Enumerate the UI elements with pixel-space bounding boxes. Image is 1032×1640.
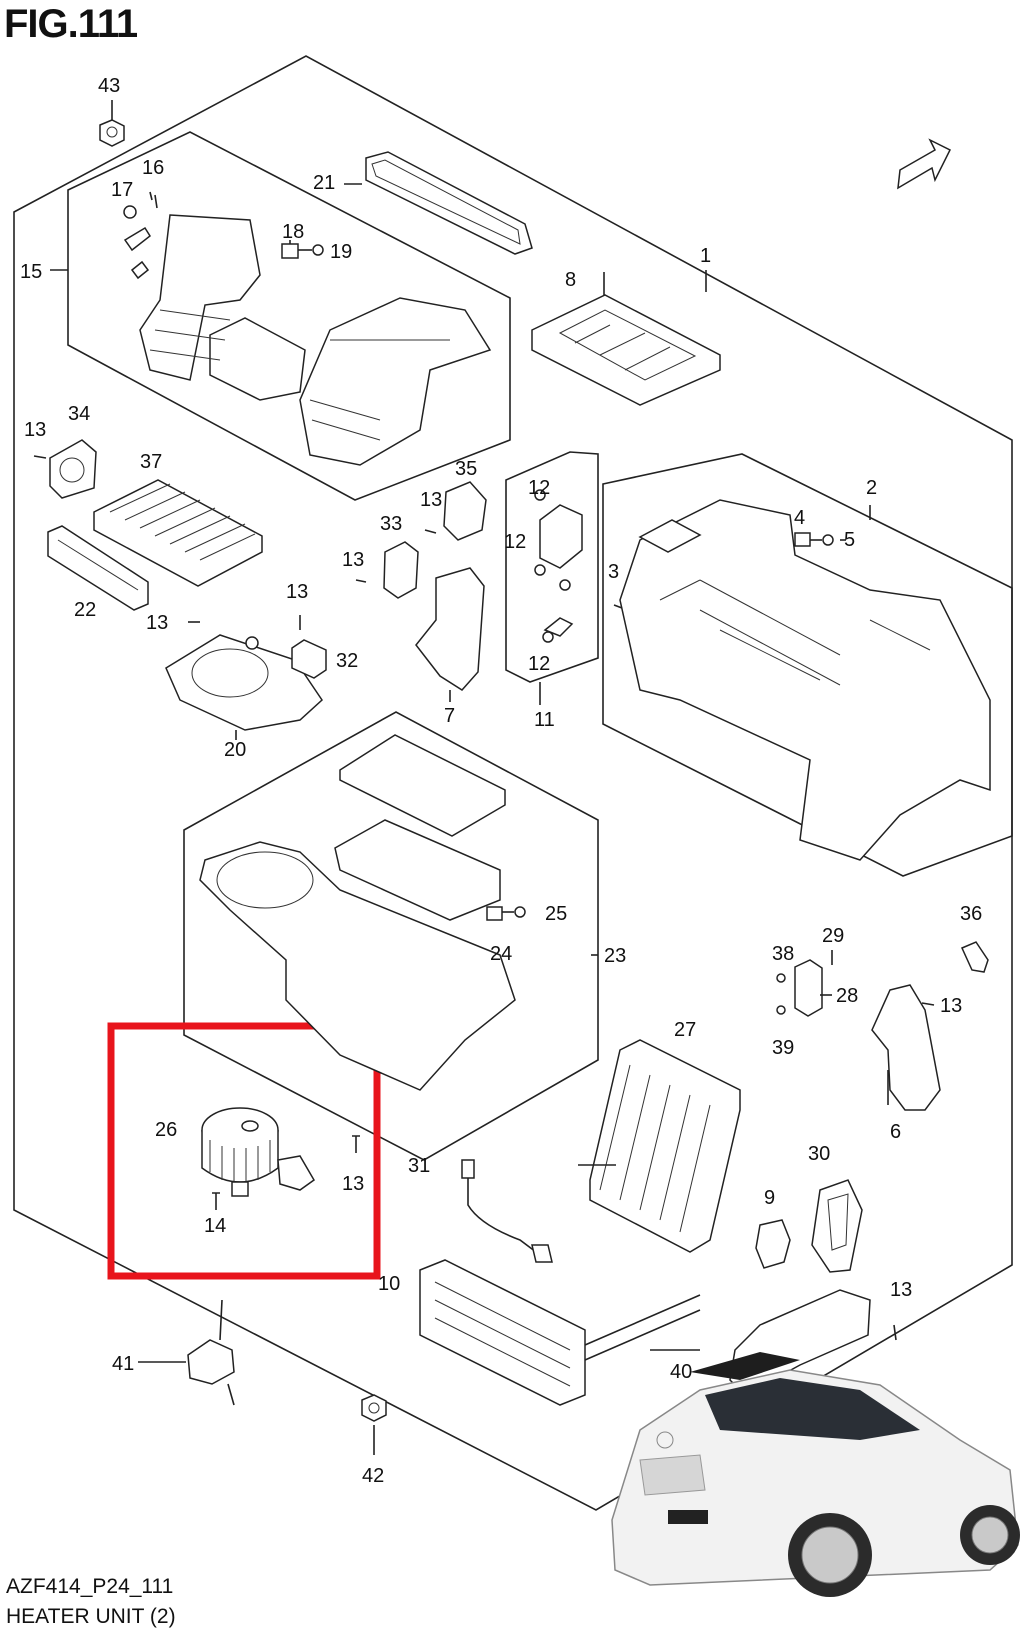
part-26-blower-motor [201,1107,315,1197]
callout-12c: 12 [528,653,550,675]
callout-13c: 13 [342,549,364,571]
callout-4: 4 [794,507,805,529]
part-11-linkage [534,489,583,643]
callout-21: 21 [313,172,335,194]
callout-10: 10 [378,1273,400,1295]
callout-23: 23 [604,945,626,967]
part-41-drain-hose [187,1299,235,1406]
part-43-nut [99,119,125,147]
callout-13a: 13 [24,419,46,441]
callout-27: 27 [674,1019,696,1041]
leader-lines [50,100,889,1455]
part-34-actuator [33,439,97,499]
fwd-arrow-icon: FWD [897,138,952,190]
callout-20: 20 [224,739,246,761]
part-15-intake-housing [139,214,492,466]
callout-14: 14 [204,1215,226,1237]
screw-marks [188,529,935,1341]
part-8-tray [531,294,721,406]
figure-code: AZF414_P24_111 [6,1575,174,1598]
assembly-outline [13,55,1013,1511]
callout-9: 9 [764,1187,775,1209]
callout-41: 41 [112,1353,134,1375]
callout-8: 8 [565,269,576,291]
callout-12a: 12 [528,477,550,499]
callout-13b: 13 [420,489,442,511]
callout-1: 1 [700,245,711,267]
callout-25: 25 [545,903,567,925]
callout-13g: 13 [342,1173,364,1195]
callout-2: 2 [866,477,877,499]
part-32-resistor [291,615,327,679]
callout-18: 18 [282,221,304,243]
figure-footer: AZF414_P24_111 HEATER UNIT (2) [6,1572,176,1632]
callout-40: 40 [670,1361,692,1383]
callout-37: 37 [140,451,162,473]
callout-3: 3 [608,561,619,583]
callout-13f: 13 [940,995,962,1017]
callout-13d: 13 [146,612,168,634]
part-20-fan-case [165,634,323,731]
part-28-expansion-valve [776,950,833,1017]
callout-42: 42 [362,1465,384,1487]
callout-28: 28 [836,985,858,1007]
callout-17: 17 [111,179,133,201]
callout-34: 34 [68,403,90,425]
part-small-fasteners-top [123,194,324,280]
part-24-25-fastener [486,906,526,921]
part-31-harness [461,1159,553,1263]
vehicle-photo [611,1352,1020,1597]
part-21-seal [365,151,533,255]
callout-12b: 12 [504,531,526,553]
callout-7: 7 [444,705,455,727]
callout-16: 16 [142,157,164,179]
part-30-grommet [811,1179,863,1273]
callout-32: 32 [336,650,358,672]
callout-15: 15 [20,261,42,283]
part-33-35-actuators [383,481,487,599]
callout-35: 35 [455,458,477,480]
part-22-filter-cover [47,525,149,611]
part-14-13-screws [212,1135,360,1210]
callout-31: 31 [408,1155,430,1177]
part-42-nut [361,1394,387,1422]
part-6-duct [871,984,941,1111]
callout-11: 11 [534,709,555,731]
group-15-outline [67,131,511,501]
part-4-5-fastener [794,532,834,547]
part-2-heater-case [619,499,991,861]
part-9-grommet [755,1219,791,1269]
callout-38: 38 [772,943,794,965]
group-11-outline [505,451,599,683]
group-23-outline [183,711,599,1161]
callout-5: 5 [844,529,855,551]
part-37-filter [93,479,263,587]
group-2-outline [602,453,1013,877]
callout-labels: 43 21 1 16 17 18 19 15 8 34 13 37 35 12 … [20,75,982,1487]
part-7-duct [415,567,485,691]
callout-13e: 13 [286,581,308,603]
callout-22: 22 [74,599,96,621]
part-27-evaporator [589,1039,741,1253]
callout-43: 43 [98,75,120,97]
part-36-sensor [961,941,989,973]
callout-24: 24 [490,943,512,965]
callout-29: 29 [822,925,844,947]
callout-39: 39 [772,1037,794,1059]
callout-36: 36 [960,903,982,925]
part-23-lower-case [199,734,516,1091]
callout-33: 33 [380,513,402,535]
callout-30: 30 [808,1143,830,1165]
figure-title: FIG.111 [4,2,138,46]
part-10-heater-core [419,1259,701,1406]
callout-19: 19 [330,241,352,263]
figure-caption: HEATER UNIT (2) [6,1605,176,1628]
callout-13h: 13 [890,1279,912,1301]
callout-26: 26 [155,1119,177,1141]
highlight-box [107,1022,381,1280]
callout-6: 6 [890,1121,901,1143]
